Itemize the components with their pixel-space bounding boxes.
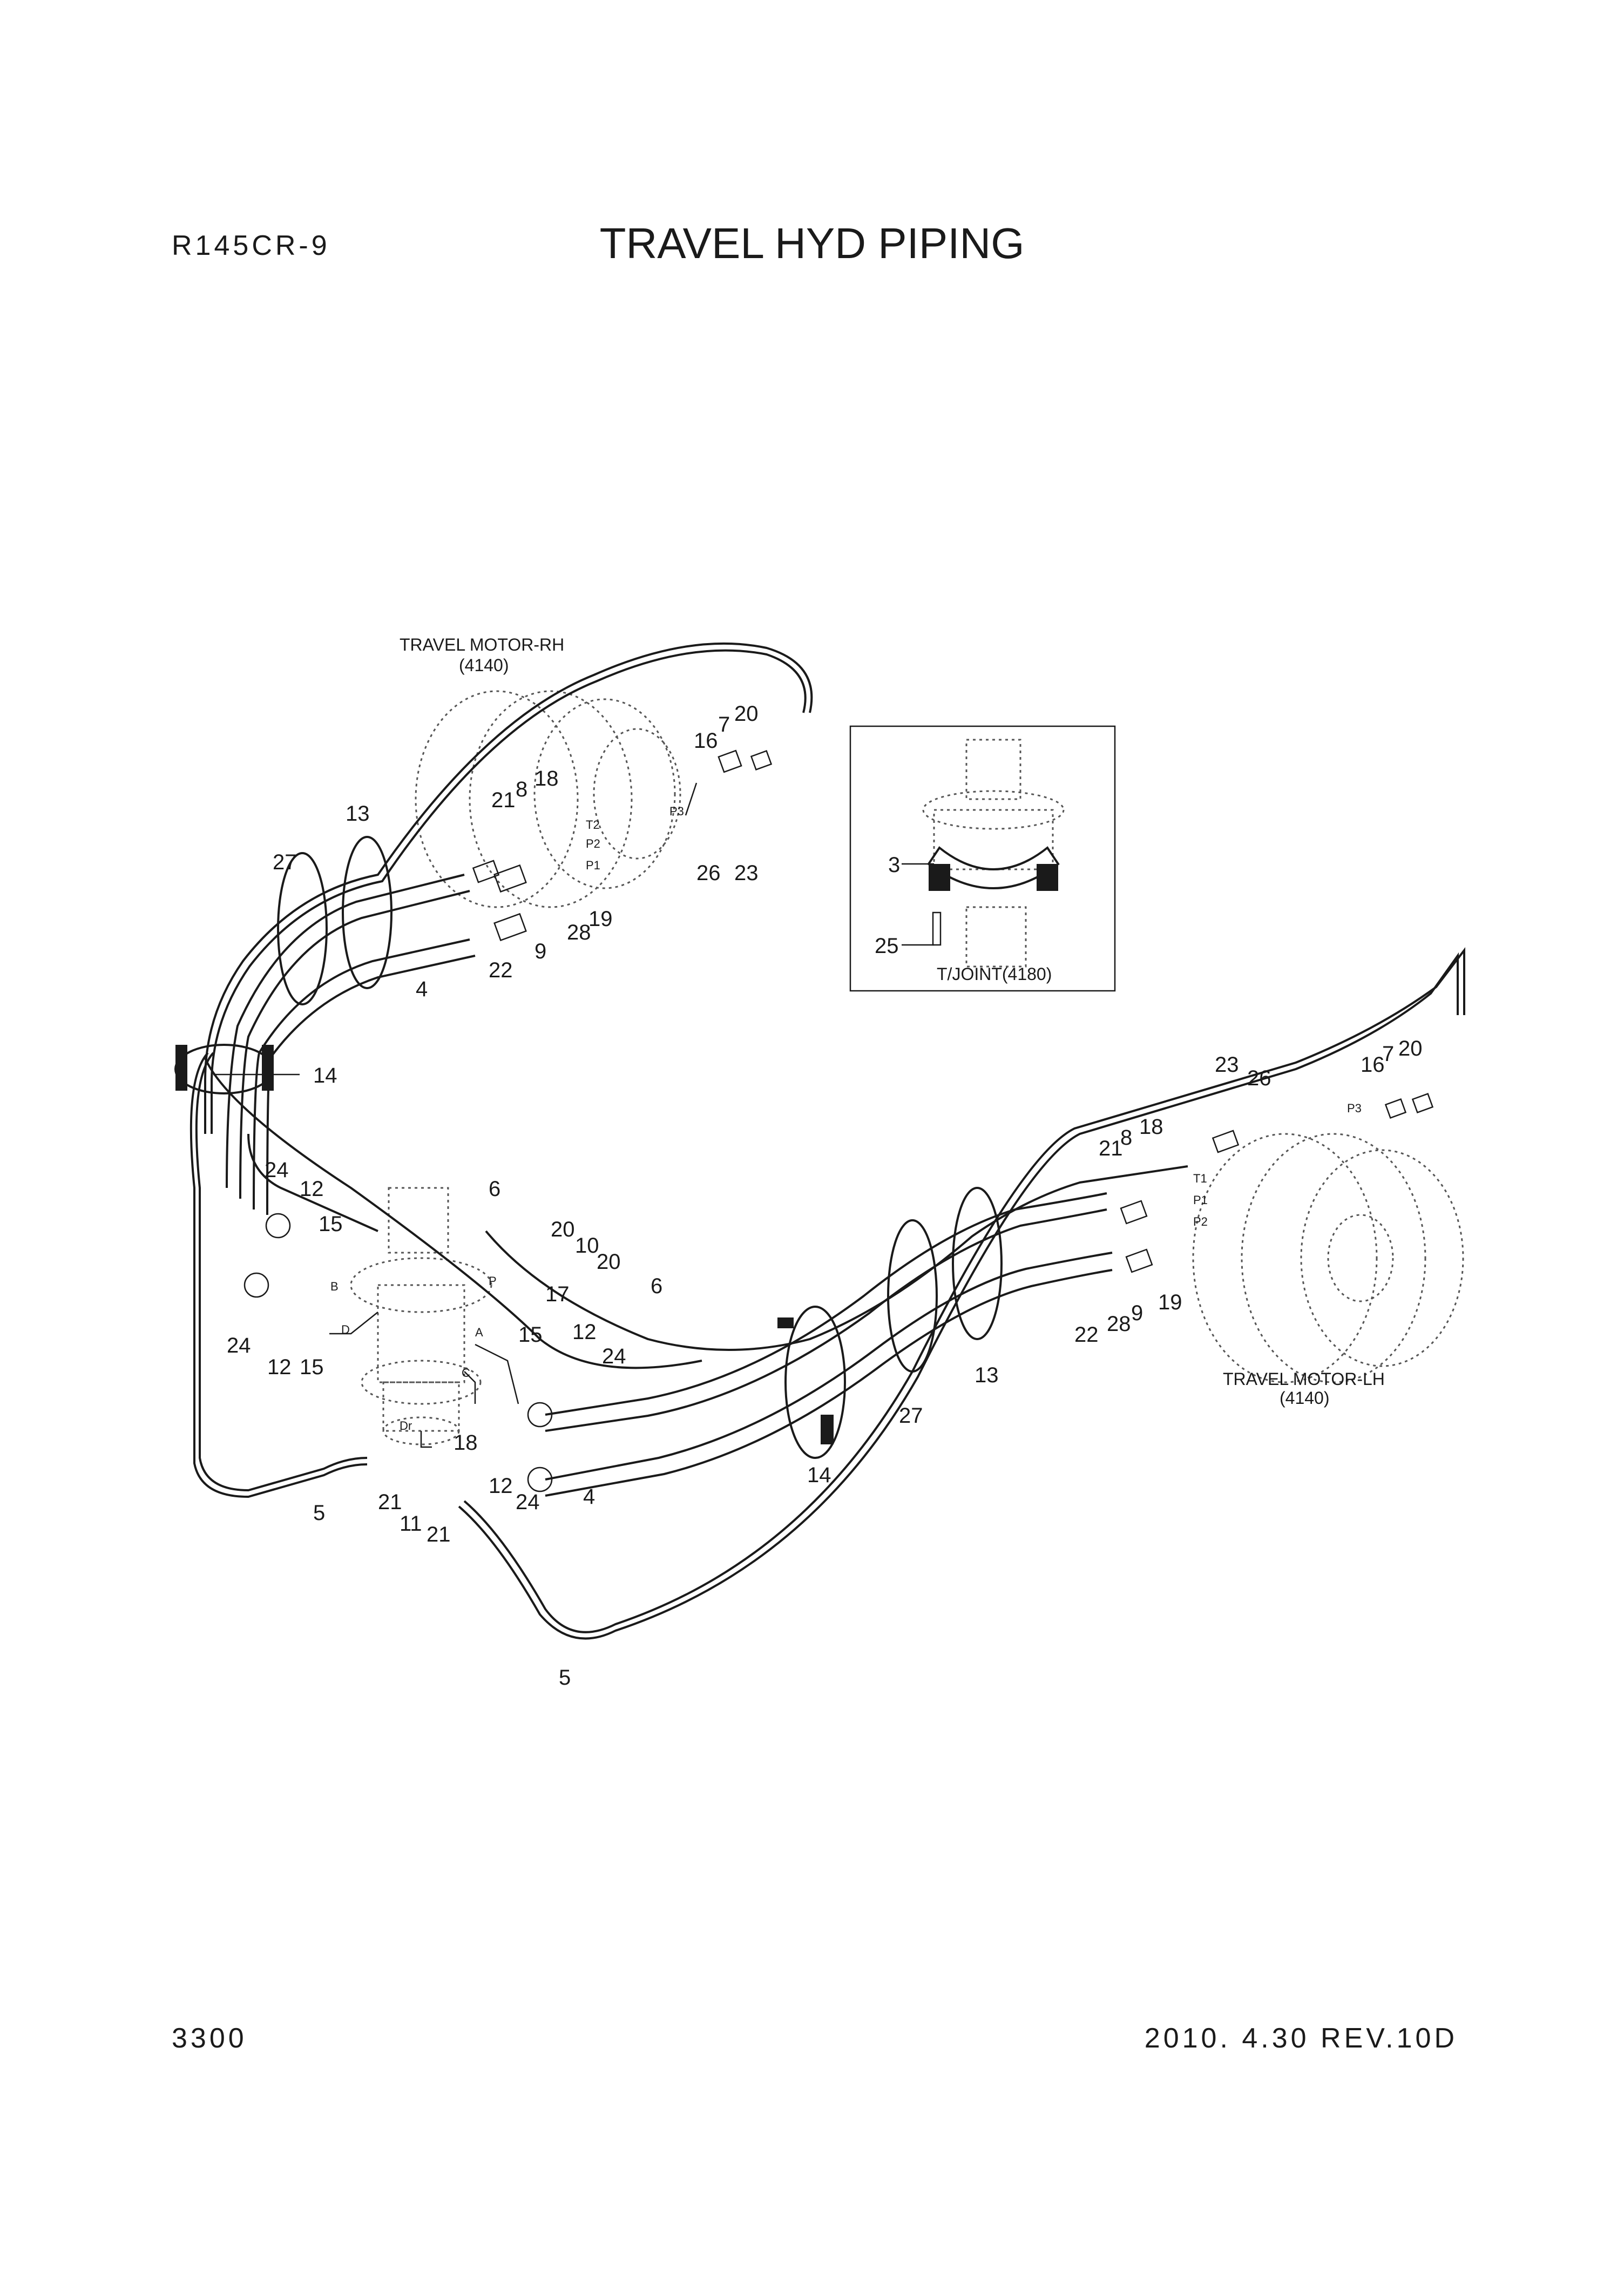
callout-28-lh: 28 [1107,1312,1131,1336]
callout-19-rh: 19 [588,907,613,931]
callout-12-d: 12 [489,1474,513,1498]
callout-27-lh: 27 [899,1404,923,1428]
callout-21-lh: 21 [1099,1137,1123,1160]
drain-hoses [190,947,1465,1640]
callout-14-rh: 14 [313,1064,337,1087]
tjoint-detail-inset [849,725,1116,992]
model-number: R145CR-9 [172,230,330,261]
revision-date: 2010. 4.30 REV.10D [1144,2023,1458,2054]
callout-11: 11 [400,1512,422,1536]
callout-20-rh: 20 [734,702,759,726]
port-p2-lh: P2 [1193,1215,1208,1228]
port-a: A [475,1326,483,1339]
port-d: D [341,1323,350,1336]
callout-13-rh: 13 [346,802,370,826]
port-p3-lh: P3 [1347,1102,1362,1115]
callout-25: 25 [875,934,899,958]
callout-12-a: 12 [300,1177,324,1201]
fittings [243,749,1434,1492]
callout-18-c: 18 [454,1431,478,1455]
callout-28-rh: 28 [567,921,591,944]
hose-clamps [174,836,1003,1459]
callout-8-lh: 8 [1120,1126,1132,1150]
callout-3: 3 [888,853,900,877]
callout-21-rh: 21 [491,788,516,812]
travel-motor-rh [415,690,681,908]
callout-24-a: 24 [265,1158,289,1182]
callout-22-lh: 22 [1074,1323,1099,1347]
callout-20-a: 20 [551,1218,575,1241]
part-callouts: 13 27 14 4 22 9 19 28 21 8 18 16 7 20 26… [227,702,1423,1690]
callout-16-rh: 16 [694,729,718,753]
callout-19-lh: 19 [1158,1290,1182,1314]
port-p3-rh: P3 [669,805,684,818]
callout-12-c: 12 [572,1320,597,1344]
callout-21-b: 21 [427,1523,451,1546]
port-p: P [489,1274,497,1288]
callout-4-lh: 4 [583,1485,595,1509]
callout-15-a: 15 [319,1212,343,1236]
clamp-13-lh [952,1187,1003,1340]
callout-23-rh: 23 [734,861,759,885]
port-c: C [462,1366,470,1380]
clamp-13-rh [342,836,393,989]
callout-18-lh: 18 [1139,1115,1163,1139]
port-p2-rh: P2 [586,837,600,850]
callout-9-lh: 9 [1131,1301,1143,1325]
caption-motor-rh: TRAVEL MOTOR-RH [400,635,564,654]
port-t1-lh: T1 [1193,1172,1207,1185]
bracket-pad-left [929,864,950,891]
callout-12-b: 12 [267,1355,292,1379]
callout-6-b: 6 [651,1274,662,1298]
callout-22-rh: 22 [489,958,513,982]
callout-10: 10 [575,1234,599,1258]
callout-16-lh: 16 [1361,1053,1385,1077]
page-number: 3300 [172,2023,247,2054]
port-dr: Dr [400,1419,412,1432]
callout-7-rh: 7 [718,713,730,736]
callout-5-a: 5 [313,1501,325,1525]
callout-24-d: 24 [516,1490,540,1514]
caption-motor-lh-ref: (4140) [1280,1388,1330,1408]
callout-17: 17 [545,1282,570,1306]
caption-tjoint: T/JOINT(4180) [937,964,1052,984]
grease-fitting [932,911,942,946]
callout-6-a: 6 [489,1177,500,1201]
port-p1-lh: P1 [1193,1193,1208,1207]
travel-motor-lh [1192,1133,1464,1383]
callout-14-lh: 14 [807,1463,831,1487]
callout-7-lh: 7 [1382,1042,1394,1066]
callout-18-rh: 18 [534,767,559,790]
callout-15-c: 15 [518,1323,543,1347]
callout-26-lh: 26 [1247,1066,1271,1090]
callout-20-lh: 20 [1398,1037,1423,1060]
callout-24-c: 24 [602,1344,626,1368]
port-t2-rh: T2 [586,818,600,832]
page-title: TRAVEL HYD PIPING [599,219,1025,267]
callout-24-b: 24 [227,1334,251,1357]
callout-5-b: 5 [559,1666,571,1690]
caption-motor-rh-ref: (4140) [459,656,509,675]
caption-motor-lh: TRAVEL MOTOR-LH [1223,1369,1385,1389]
main-hose-bundle [204,642,1188,1497]
callout-21-a: 21 [378,1490,402,1514]
port-b: B [330,1280,339,1293]
callout-13-lh: 13 [975,1363,999,1387]
callout-23-lh: 23 [1215,1053,1239,1077]
callout-9-rh: 9 [534,940,546,963]
clamp-14-lh [784,1306,846,1459]
callout-26-rh: 26 [696,861,721,885]
port-p1-rh: P1 [586,859,600,872]
bracket-pad-right [1037,864,1058,891]
callout-27-rh: 27 [273,850,297,874]
callout-20-b: 20 [597,1250,621,1274]
clamp-27-rh [277,852,328,1005]
callout-4-rh: 4 [416,977,428,1001]
callout-8-rh: 8 [516,778,527,801]
callout-15-b: 15 [300,1355,324,1379]
clamp-27-lh [887,1219,938,1373]
leader-lines [213,782,934,1448]
